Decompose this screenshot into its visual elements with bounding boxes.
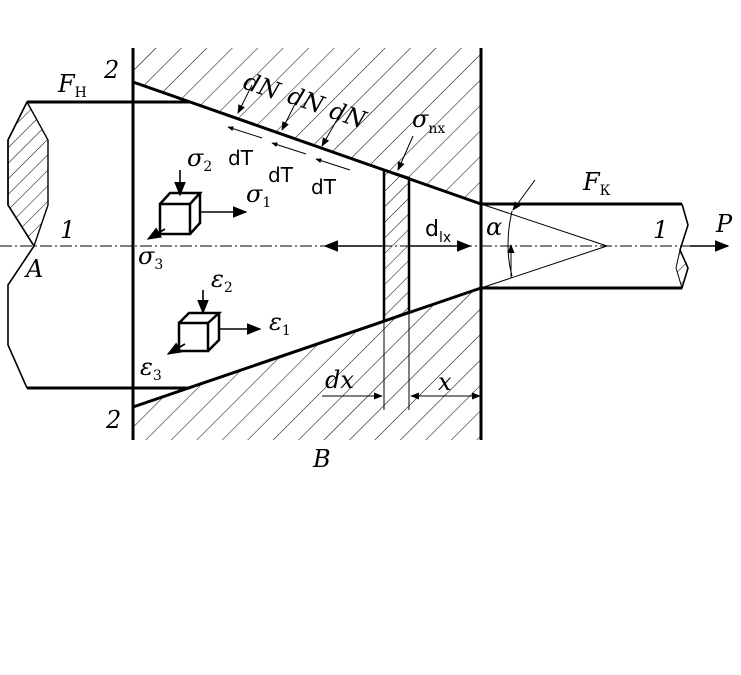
label-sigma-1: σ1	[246, 180, 271, 211]
label-point-A: A	[24, 255, 43, 283]
label-sigma-2: σ2	[187, 144, 212, 175]
dT-arrow-3	[315, 158, 351, 171]
cone-line-lower	[480, 245, 608, 289]
bar-break-right-hatch	[675, 248, 689, 290]
label-axis-1-right: 1	[653, 216, 668, 244]
dN-arrow-1	[237, 84, 253, 114]
bar-break-left-hatch	[7, 100, 49, 248]
die-cone-lower-edge	[132, 286, 482, 409]
label-dT-2: dT	[268, 163, 294, 187]
label-dT-3: dT	[311, 175, 337, 199]
cone-line-upper	[480, 203, 608, 247]
die-lower-hatch	[133, 288, 481, 440]
label-force-P: P	[715, 210, 733, 238]
label-sigma-3: σ3	[138, 242, 163, 273]
label-area-final: FК	[582, 168, 611, 199]
label-eps-3: ε3	[140, 353, 162, 384]
dT-arrow-1	[227, 126, 263, 139]
die-cone-upper-edge	[132, 80, 482, 206]
sigma-3-arrow	[146, 227, 166, 240]
eps-3-arrow	[166, 342, 186, 355]
label-point-B: B	[312, 445, 331, 473]
strain-cube	[177, 311, 223, 353]
label-area-initial: FН	[57, 70, 87, 101]
label-section-2-top: 2	[103, 56, 119, 84]
dT-arrow-2	[271, 142, 307, 155]
label-eps-1: ε1	[269, 308, 291, 339]
label-axis-1-left: 1	[60, 216, 75, 244]
label-sigma-nx: σnx	[412, 105, 445, 137]
element-strip-dx	[382, 168, 411, 323]
label-dT-1: dT	[228, 146, 254, 170]
stress-cube	[158, 191, 203, 236]
die-upper-hatch	[133, 48, 481, 204]
label-alpha: α	[486, 213, 502, 241]
sigma-nx-arrow	[397, 135, 414, 171]
label-dx: dx	[325, 366, 354, 394]
label-d-x: dlx	[425, 217, 451, 246]
label-eps-2: ε2	[211, 265, 233, 296]
alpha-arrow-top	[512, 179, 536, 211]
label-x: x	[438, 368, 452, 396]
label-section-2-bottom: 2	[105, 406, 121, 434]
dN-arrow-3	[321, 117, 339, 147]
dN-arrow-2	[281, 101, 297, 131]
